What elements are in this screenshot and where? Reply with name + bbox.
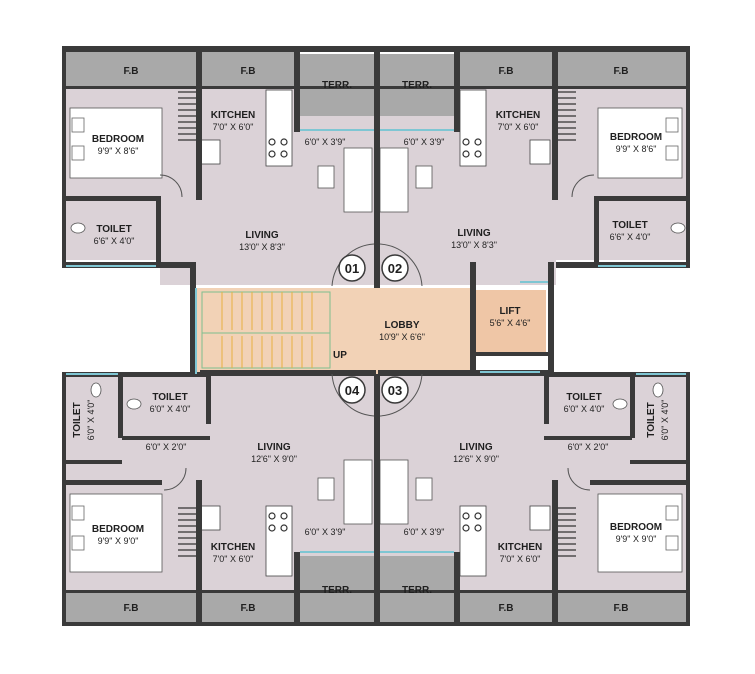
dim-toilet-2: 6'6" X 4'0" (610, 232, 651, 242)
sofas (317, 147, 433, 525)
label-living-3: LIVING (257, 442, 291, 453)
label-terr-3: TERR. (322, 585, 352, 596)
dim-living-4: 12'6" X 9'0" (453, 454, 499, 464)
dim-toilet-1: 6'6" X 4'0" (94, 236, 135, 246)
dim-toilet-6: 6'0" X 4'0" (660, 400, 670, 441)
stove-burners (268, 138, 482, 532)
balcony-fb-1 (66, 52, 196, 88)
label-lobby: LOBBY (385, 320, 420, 331)
bed-pillows (71, 117, 679, 551)
balcony-fb-5 (66, 592, 196, 624)
balcony-fb-8 (556, 592, 686, 624)
label-fb-2: F.B (241, 66, 256, 77)
terrace-2 (380, 54, 454, 116)
unit-number-01: 01 (345, 261, 359, 276)
balcony-fb-2 (202, 52, 294, 88)
balcony-fb-3 (460, 52, 552, 88)
lift-floor (476, 290, 546, 354)
walls (62, 46, 690, 626)
balcony-fb-4 (556, 52, 686, 88)
label-bedroom-1: BEDROOM (92, 134, 144, 145)
wardrobes (178, 91, 576, 557)
dim-bedroom-4: 9'9" X 9'0" (616, 534, 657, 544)
label-living-2: LIVING (457, 228, 491, 239)
dim-bedroom-1: 9'9" X 8'6" (98, 146, 139, 156)
dim-kitchen-1: 7'0" X 6'0" (213, 122, 254, 132)
lobby-floor (196, 288, 470, 374)
label-fb-7: F.B (499, 603, 514, 614)
balcony-fb-6 (202, 592, 294, 624)
dim-toilet-3: 6'0" X 4'0" (150, 404, 191, 414)
label-bedroom-4: BEDROOM (610, 522, 662, 533)
label-fb-5: F.B (124, 603, 139, 614)
dim-terrace-1: 6'0" X 3'9" (305, 137, 346, 147)
label-bedroom-3: BEDROOM (92, 524, 144, 535)
unit-number-03: 03 (388, 383, 402, 398)
label-fb-3: F.B (499, 66, 514, 77)
label-toilet-5: TOILET (72, 402, 83, 437)
unit-number-04: 04 (345, 383, 360, 398)
label-lift: LIFT (499, 306, 520, 317)
label-fb-6: F.B (241, 603, 256, 614)
dim-living-1: 13'0" X 8'3" (239, 242, 285, 252)
bedrooms (69, 107, 683, 573)
label-kitchen-2: KITCHEN (496, 110, 540, 121)
label-kitchen-4: KITCHEN (498, 542, 542, 553)
dim-kitchen-4: 7'0" X 6'0" (500, 554, 541, 564)
label-kitchen-3: KITCHEN (211, 542, 255, 553)
windows (66, 129, 686, 553)
unit-number-markers (338, 254, 409, 404)
label-toilet-4: TOILET (566, 392, 601, 403)
dim-passage-1: 6'0" X 2'0" (146, 442, 187, 452)
dim-terrace-3: 6'0" X 3'9" (305, 527, 346, 537)
dim-living-2: 13'0" X 8'3" (451, 240, 497, 250)
toilet-fixtures (70, 222, 686, 410)
terrace-1 (300, 54, 374, 116)
balcony-fb-7 (460, 592, 552, 624)
label-living-4: LIVING (459, 442, 493, 453)
label-toilet-1: TOILET (96, 224, 131, 235)
label-living-1: LIVING (245, 230, 279, 241)
label-kitchen-1: KITCHEN (211, 110, 255, 121)
dim-toilet-4: 6'0" X 4'0" (564, 404, 605, 414)
dim-terrace-4: 6'0" X 3'9" (404, 527, 445, 537)
staircase (201, 291, 331, 369)
label-terr-2: TERR. (402, 80, 432, 91)
dim-bedroom-3: 9'9" X 9'0" (98, 536, 139, 546)
label-fb-1: F.B (124, 66, 139, 77)
dim-lobby: 10'9" X 6'6" (379, 332, 425, 342)
label-bedroom-2: BEDROOM (610, 132, 662, 143)
balconies (66, 52, 686, 624)
dim-terrace-2: 6'0" X 3'9" (404, 137, 445, 147)
label-terr-4: TERR. (402, 585, 432, 596)
label-terr-1: TERR. (322, 80, 352, 91)
label-fb-8: F.B (614, 603, 629, 614)
dim-kitchen-2: 7'0" X 6'0" (498, 122, 539, 132)
dim-passage-2: 6'0" X 2'0" (568, 442, 609, 452)
label-toilet-3: TOILET (152, 392, 187, 403)
dim-living-3: 12'6" X 9'0" (251, 454, 297, 464)
dim-bedroom-2: 9'9" X 8'6" (616, 144, 657, 154)
label-toilet-2: TOILET (612, 220, 647, 231)
entrance-doors (159, 174, 595, 491)
dim-toilet-5: 6'0" X 4'0" (86, 400, 96, 441)
kitchen-fixtures (199, 89, 551, 577)
unit-number-02: 02 (388, 261, 402, 276)
label-up: UP (333, 350, 347, 361)
label-fb-4: F.B (614, 66, 629, 77)
label-toilet-6: TOILET (646, 402, 657, 437)
dim-kitchen-3: 7'0" X 6'0" (213, 554, 254, 564)
dim-lift: 5'6" X 4'6" (490, 318, 531, 328)
